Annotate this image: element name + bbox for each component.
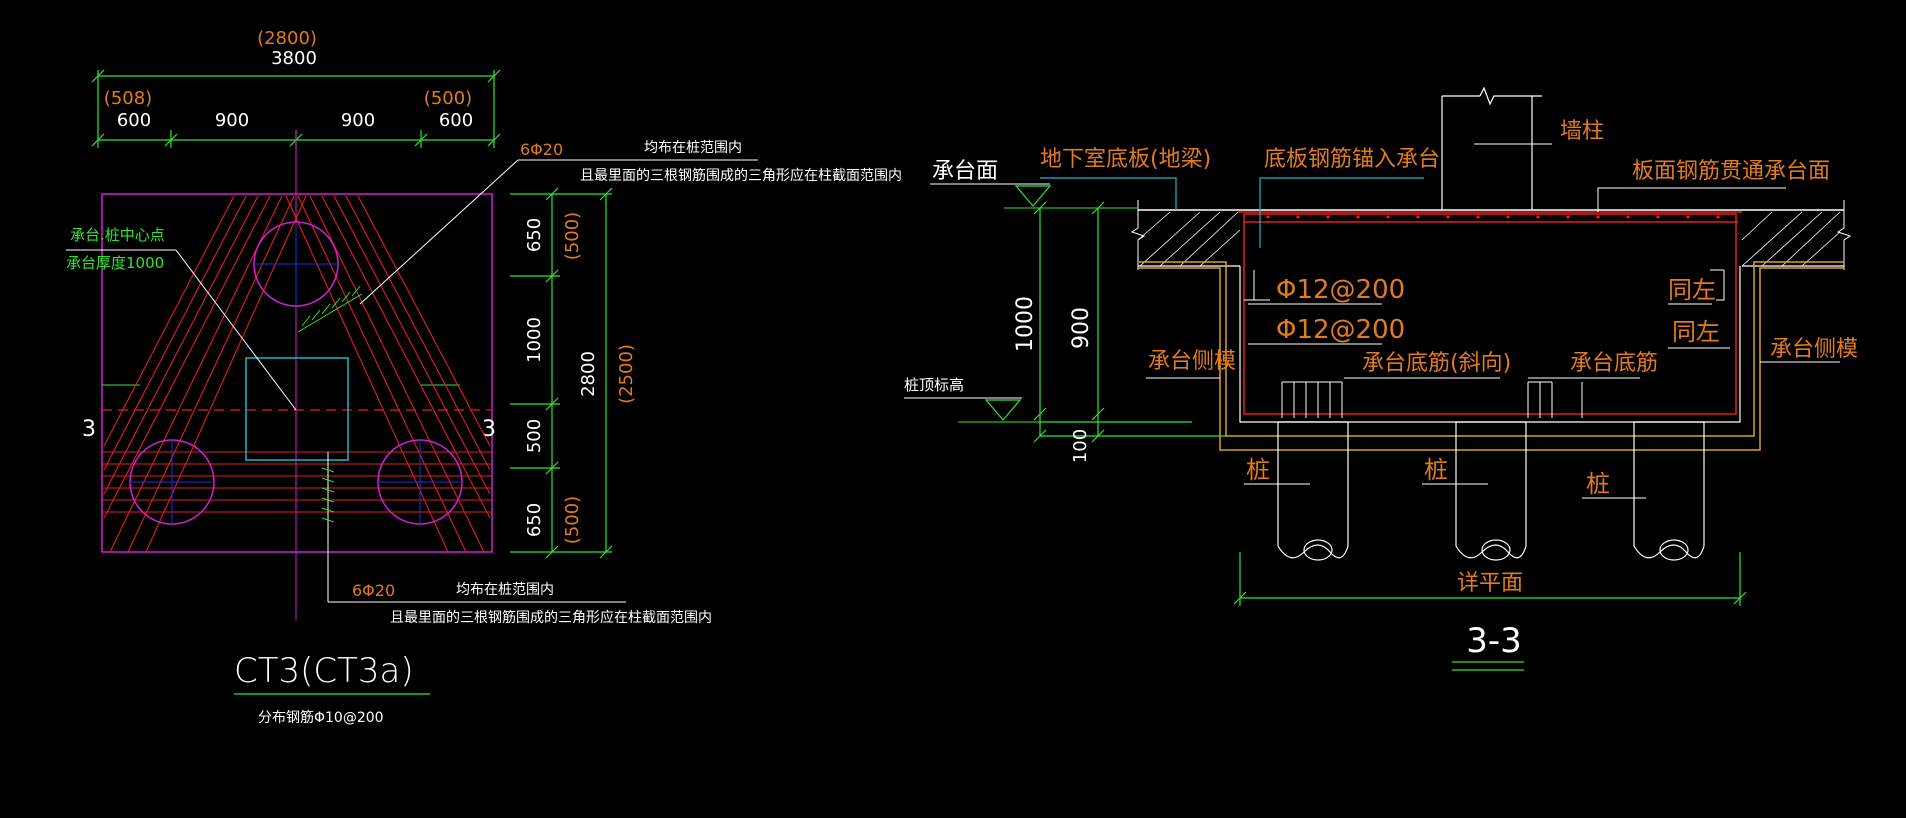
top-rebar-note-2: 且最里面的三根钢筋围成的三角形应在柱截面范围内 [580,167,902,184]
pile-top-elevation-symbol [984,399,1022,421]
bottom-rebar-label: 6Φ20 [352,581,395,600]
top-rebar-leader [359,159,758,305]
bottom-rebar-note-1: 均布在桩范围内 [456,581,554,598]
pile-label-2: 桩 [1424,456,1448,484]
plan-top-seg-2: 900 [215,110,249,131]
note-pile-center: 承台.桩中心点 [70,226,165,244]
dim-100: 100 [1070,429,1091,463]
plan-right-alt-top: (500) [562,212,583,260]
rebar-label-1: Φ12@200 [1276,275,1405,305]
section-pile-2 [1455,421,1527,561]
top-rebar-label: 6Φ20 [520,140,563,159]
slab-top-rebar-leader [1597,187,1786,212]
pile-bottom-left [129,439,215,525]
pile-cap-outline [101,193,493,553]
pile-bottom-right [377,439,463,525]
rebar-label-2: Φ12@200 [1276,315,1405,345]
see-plan-label: 详平面 [1457,571,1523,596]
bottom-rebar-ticks [321,467,335,523]
plan-top-seg-4: 600 [439,110,473,131]
section-pile-3 [1633,421,1705,561]
plan-right-alt-total: (2500) [616,344,637,404]
plan-top-total: 3800 [271,48,317,69]
rebar-bundles [102,195,492,553]
side-formwork-outer [1138,261,1844,437]
plan-top-alt-right: (500) [424,88,472,109]
cap-top-elevation-symbol [1014,185,1052,207]
pile-top [253,221,339,307]
plan-right-seg-3: 500 [524,419,545,453]
rebar-dots [1266,215,1720,219]
plan-title: CT3(CT3a) [234,651,414,691]
pile-label-1: 桩 [1246,456,1270,484]
slab-top-rebar-label: 板面钢筋贯通承台面 [1632,159,1830,184]
rebar-stubs [1244,269,1725,301]
bottom-rebar-label: 承台底筋 [1570,351,1658,376]
plan-top-dimensions [91,69,501,148]
slab-hatch-right [1741,211,1841,267]
break-mark-left [1130,200,1146,270]
plan-top-alt-left: (508) [104,88,152,109]
basement-slab-leader [1040,177,1177,210]
column-outline [245,357,349,461]
slab-hatch-left [1137,211,1241,267]
same-left-label-1: 同左 [1668,276,1716,304]
side-formwork-inner [1138,267,1844,451]
basement-slab-label: 地下室底板(地梁) [1040,147,1211,172]
section-mark-right: 3 [482,417,496,442]
same-left-label-2: 同左 [1672,318,1720,346]
side-form-left-label: 承台侧模 [1148,349,1236,374]
bottom-rebar-note-2: 且最里面的三根钢筋围成的三角形应在柱截面范围内 [390,609,712,626]
plan-top-seg-3: 900 [341,110,375,131]
slab-anchor-label: 底板钢筋锚入承台 [1264,147,1440,172]
slab-anchor-leader [1259,177,1424,248]
side-form-right-label: 承台侧模 [1770,337,1858,362]
wall-column-label: 墙柱 [1560,119,1604,144]
bottom-diag-rebar-label: 承台底筋(斜向) [1362,351,1511,376]
section-left-dimensions [1033,201,1226,443]
section-title: 3-3 [1466,621,1522,661]
pile-label-3: 桩 [1586,470,1610,498]
cap-rebar [1238,211,1742,415]
plan-right-seg-1: 650 [524,218,545,252]
center-note-leader [66,249,297,411]
bottom-rebar-leader [327,452,626,603]
dim-1000: 1000 [1013,296,1038,352]
plan-right-total: 2800 [578,351,599,397]
pile-top-label: 桩顶标高 [904,376,964,394]
plan-top-total-alt: (2800) [257,28,317,49]
plan-right-alt-bottom: (500) [562,496,583,544]
plan-top-seg-1: 600 [117,110,151,131]
dim-900: 900 [1069,307,1094,349]
top-rebar-note-1: 均布在桩范围内 [644,139,742,156]
plan-right-seg-2: 1000 [524,317,545,363]
break-mark-right [1836,200,1852,270]
wall-column [1441,86,1542,210]
bottom-bars-mid [1527,381,1583,418]
cap-top-label: 承台面 [932,159,998,184]
plan-view: (2800) 3800 (508) (500) 600 900 900 600 … [66,28,902,726]
plan-right-seg-4: 650 [524,503,545,537]
section-view: 墙柱 [904,86,1858,671]
top-rebar-ticks [297,285,363,333]
plan-subtitle: 分布钢筋Φ10@200 [258,709,384,726]
bottom-bars-left [1281,381,1343,418]
see-plan-dimension [1233,552,1747,606]
section-pile-1 [1277,421,1349,561]
section-mark-left: 3 [82,417,96,442]
note-cap-thickness: 承台厚度1000 [66,254,164,272]
plan-right-dimensions [510,187,613,559]
